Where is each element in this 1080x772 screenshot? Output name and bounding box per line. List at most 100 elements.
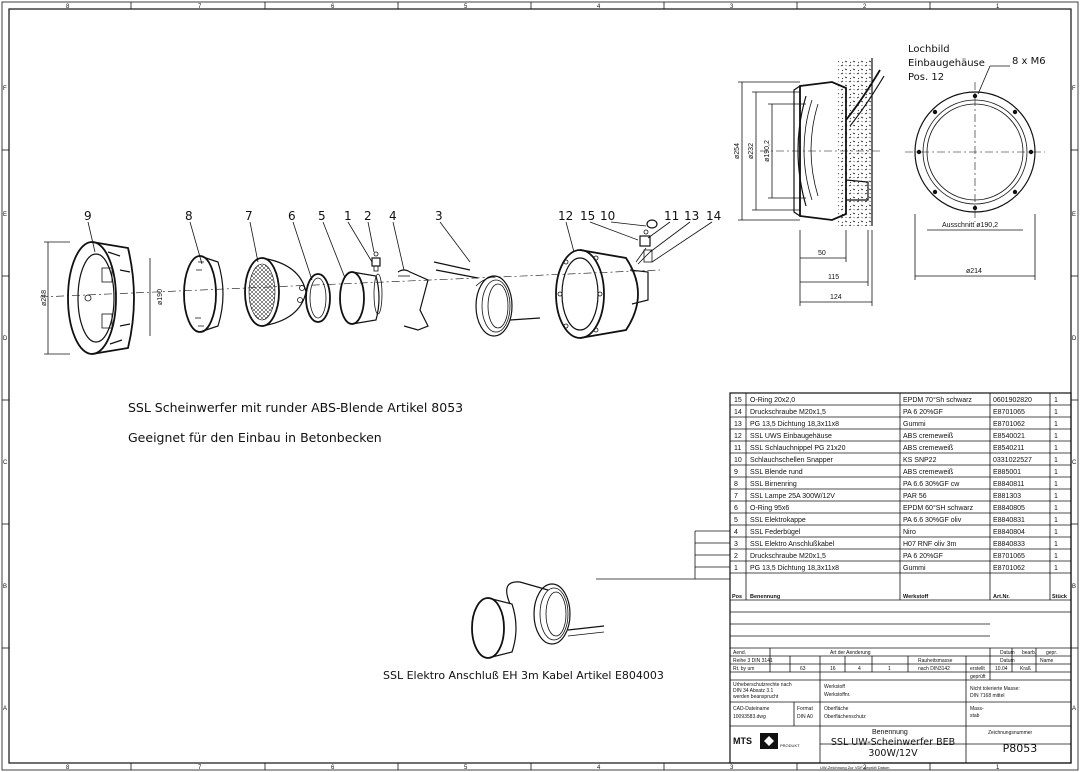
bom-cell-pos: 11: [734, 445, 741, 452]
row-e-left: E: [3, 212, 7, 218]
tb-title-1: SSL UW-Scheinwerfer BEB: [831, 737, 955, 748]
bom-cell-material: ABS cremeweiß: [903, 433, 953, 440]
bom-cell-pos: 4: [734, 529, 738, 536]
bom-cell-pos: 3: [734, 541, 738, 548]
bom-cell-pos: 10: [734, 457, 742, 464]
cable-article-label: SSL Elektro Anschluß EH 3m Kabel Artikel…: [383, 669, 664, 682]
part-12-housing: [555, 247, 653, 339]
dim-ausschnitt-label: Ausschnitt ø190,2: [942, 222, 998, 229]
callout-1: 1: [344, 209, 352, 223]
description-texts: SSL Scheinwerfer mit runder ABS-Blende A…: [128, 400, 664, 682]
bom-cell-name: O-Ring 95x6: [750, 505, 789, 512]
title-block: Aend. Art der Aenderung Datum bearb. gep…: [730, 599, 1071, 770]
tb-erstellt-date: 10.04: [995, 666, 1008, 672]
bom-cell-art: 0331022527: [993, 457, 1032, 464]
axis-line: [39, 269, 661, 298]
bom-row-lines: [730, 392, 1071, 574]
callout-2: 2: [364, 209, 372, 223]
dim-232-label: ø232: [748, 143, 755, 159]
exploded-view: ø248 ø190: [39, 209, 721, 355]
col-8-top: 8: [66, 4, 70, 10]
part-8-ring: [183, 255, 224, 333]
bom-cell-pos: 8: [734, 481, 738, 488]
tb-massstab: Mass-: [970, 706, 984, 712]
bom-row: 11 SSL Schlauchnippel PG 21x20 ABS cremewe…: [734, 445, 1058, 452]
col-6-bottom: 6: [331, 765, 335, 771]
section-dims: [738, 81, 873, 306]
bom-cell-qty: 1: [1054, 409, 1058, 416]
bom-cell-name: Druckschraube M20x1,5: [750, 553, 826, 560]
bom-cell-name: SSL Birnenring: [750, 481, 797, 488]
bom-cell-material: ABS cremeweiß: [903, 445, 953, 452]
bom-cell-name: SSL Federbügel: [750, 529, 801, 536]
bom-cell-pos: 6: [734, 505, 738, 512]
tb-drawing-number: P8053: [1003, 742, 1038, 755]
bom-cell-name: SSL Elektro Anschlußkabel: [750, 541, 835, 548]
callout-9: 9: [84, 209, 92, 223]
bom-cell-material: Gummi: [903, 565, 926, 572]
tb-rt-1: 1: [888, 666, 891, 672]
bom-cell-pos: 5: [734, 517, 738, 524]
tb-oberflaeche: Oberfläche: [824, 706, 849, 712]
dim-190-2-label: ø190,2: [764, 140, 771, 162]
tb-toleranz2: DIN 7168 mittel: [970, 693, 1004, 699]
bom-cell-pos: 2: [734, 553, 738, 560]
tb-cad-file: 10093583.dwg: [733, 714, 766, 720]
bom-header-pos: Pos: [732, 594, 742, 600]
tb-datum: Datum: [1000, 650, 1015, 656]
bom-cell-art: E885001: [993, 469, 1021, 476]
tb-format: Format: [797, 706, 813, 712]
bom-cell-pos: 15: [734, 397, 742, 404]
tb-urheber2: DIN 34 Absatz 3.1: [733, 688, 774, 694]
tb-rauheit: Rauheitsmasse: [918, 658, 953, 664]
bom-cell-art: E8701062: [993, 421, 1025, 428]
bom-cell-pos: 9: [734, 469, 738, 476]
row-b-right: B: [1072, 584, 1076, 590]
bom-cell-qty: 1: [1054, 529, 1058, 536]
tb-reihe: Reihe 3 DIN 3141: [733, 658, 773, 664]
bom-cell-qty: 1: [1054, 565, 1058, 572]
title-line-2: Geeignet für den Einbau in Betonbecken: [128, 430, 382, 445]
bom-cell-name: SSL Schlauchnippel PG 21x20: [750, 445, 846, 452]
tb-massstab2: stab: [970, 713, 980, 719]
lochbild-bolts: 8 x M6: [1012, 56, 1046, 67]
callout-11: 11: [664, 209, 679, 223]
bom-cell-art: E8840833: [993, 541, 1025, 548]
tb-rauheit2: nach DIN3142: [918, 666, 950, 672]
lochbild-line2: Einbaugehäuse: [908, 58, 985, 69]
col-8-bottom: 8: [66, 765, 70, 771]
col-7-bottom: 7: [198, 765, 202, 771]
bom-cell-art: E881303: [993, 493, 1021, 500]
bom-cell-pos: 14: [734, 409, 742, 416]
col-4-top: 4: [597, 4, 601, 10]
tb-oberflaechenschutz: Oberflächenschutz: [824, 714, 866, 720]
col-1-bottom: 1: [996, 765, 1000, 771]
bom-cell-name: PG 13,5 Dichtung 18,3x11x8: [750, 421, 839, 428]
tb-benennung: Benennung: [872, 729, 908, 736]
bom-cell-pos: 12: [734, 433, 742, 440]
callout-10: 10: [600, 209, 615, 223]
row-c-right: C: [1072, 460, 1077, 466]
tb-erstellt-name: Kraß: [1020, 666, 1031, 672]
bom-cell-name: SSL Lampe 25A 300W/12V: [750, 493, 835, 500]
dim-248: [44, 241, 70, 355]
bom-cell-art: E8840805: [993, 505, 1025, 512]
section-view: ø254 ø232 ø190,2 50 115 124: [734, 58, 885, 306]
bom-cell-qty: 1: [1054, 445, 1058, 452]
row-f-right: F: [1072, 86, 1076, 92]
lochbild-line1: Lochbild: [908, 44, 950, 55]
dim-214-label: ø214: [966, 268, 982, 275]
bom-header-name: Benennung: [750, 594, 780, 600]
bom-cell-material: PA 6 20%GF: [903, 409, 943, 416]
tb-geprueft: geprüft: [970, 674, 986, 680]
col-1-top: 1: [996, 4, 1000, 10]
row-c-left: C: [3, 460, 8, 466]
bom-bracket: [596, 530, 730, 580]
